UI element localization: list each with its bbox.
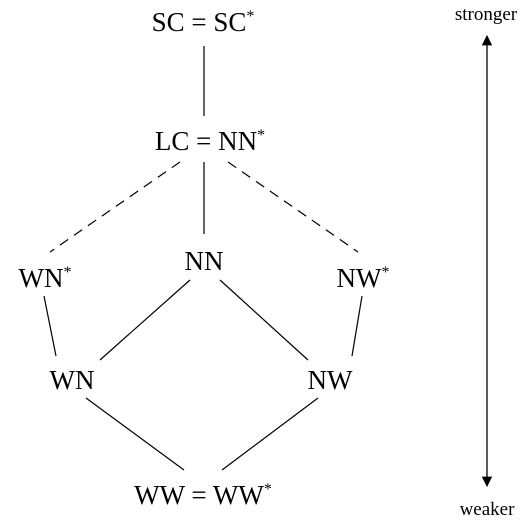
edge-lc-wnstar-dashed [49, 161, 181, 253]
node-nw-star: NW* [337, 263, 390, 293]
edge-nwstar-nw [351, 295, 363, 357]
node-lc-star: * [257, 127, 265, 144]
axis-label-stronger: stronger [455, 4, 518, 25]
edge-wn-ww [85, 397, 185, 471]
node-ww-star: * [264, 481, 272, 498]
node-ww: WW = WW* [134, 480, 272, 510]
node-sc-star: * [246, 8, 254, 25]
edge-lc-nwstar-dashed [227, 161, 359, 253]
node-wn-star-label: WN [19, 263, 64, 293]
edge-nw-ww [221, 397, 319, 471]
edge-wnstar-wn [43, 295, 57, 357]
node-lc-label: LC = NN [155, 126, 257, 156]
node-nw-star-star: * [381, 264, 389, 281]
node-lc: LC = NN* [155, 126, 265, 156]
node-nw-star-label: NW [337, 263, 382, 293]
node-nw-label: NW [308, 365, 353, 395]
node-nw: NW [308, 365, 353, 395]
node-ww-label: WW = WW [134, 480, 264, 510]
edge-nn-nw [219, 279, 309, 361]
node-sc-label: SC = SC [152, 7, 247, 37]
node-wn-star-star: * [63, 264, 71, 281]
node-wn: WN [50, 365, 95, 395]
node-wn-star: WN* [19, 263, 72, 293]
node-nn-label: NN [185, 246, 224, 276]
edge-nn-wn [99, 279, 191, 361]
node-nn: NN [185, 246, 224, 276]
axis-label-weaker: weaker [460, 499, 516, 520]
node-wn-label: WN [50, 365, 95, 395]
node-sc: SC = SC* [152, 7, 255, 37]
